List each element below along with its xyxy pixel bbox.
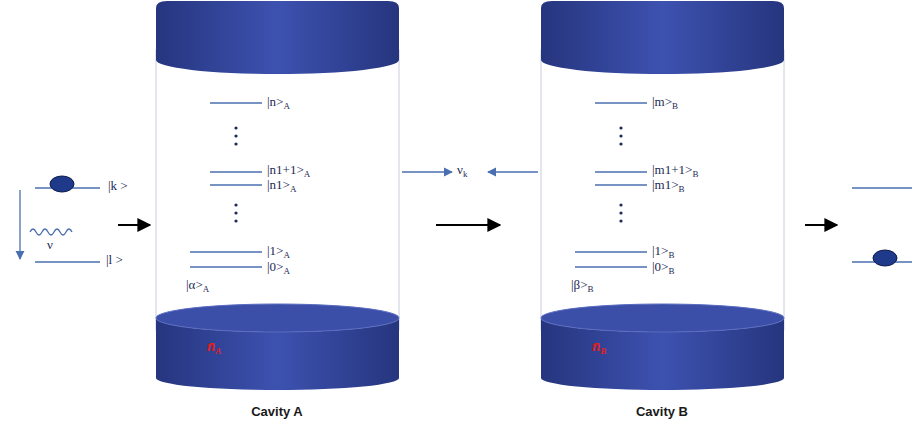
state-label: |k > bbox=[108, 179, 128, 193]
frequency-label: ν bbox=[47, 238, 53, 252]
mean-photon-label: n̄B bbox=[592, 338, 606, 355]
level-label: |m1+1>B bbox=[652, 163, 698, 177]
atom-dot bbox=[50, 176, 74, 192]
state-label: |l > bbox=[106, 253, 123, 267]
cavity-caption: Cavity B bbox=[636, 405, 688, 419]
cavity-outline bbox=[155, 0, 400, 392]
level-label: |0>A bbox=[267, 260, 290, 274]
level-label: |1>B bbox=[652, 244, 674, 258]
flow-arrow bbox=[436, 224, 500, 226]
level-label: |n1>A bbox=[267, 178, 296, 192]
atom-dot bbox=[873, 250, 897, 266]
frequency-label: νk bbox=[457, 163, 467, 177]
level-label: |n1+1>A bbox=[267, 163, 310, 177]
cavity: |n>A|n1+1>A|n1>A|1>A|0>A|α>An̄ACavity A bbox=[155, 0, 400, 392]
photon-wave bbox=[30, 229, 72, 235]
level-label: |0>B bbox=[652, 260, 674, 274]
lower-level bbox=[35, 261, 100, 263]
flow-arrow bbox=[805, 224, 837, 226]
upper-level bbox=[852, 187, 912, 189]
transition-arrow bbox=[19, 190, 20, 259]
level-label: |m1>B bbox=[652, 178, 685, 192]
transition-arrow bbox=[402, 171, 452, 172]
state-label: |α>A bbox=[186, 278, 209, 292]
cavity: |m>B|m1+1>B|m1>B|1>B|0>B|β>Bn̄BCavity B bbox=[540, 0, 785, 392]
level-label: |m>B bbox=[652, 95, 678, 109]
state-label: |β>B bbox=[571, 278, 594, 292]
transition-arrow bbox=[488, 171, 538, 172]
level-label: |1>A bbox=[267, 244, 290, 258]
cavity-caption: Cavity A bbox=[251, 405, 303, 419]
flow-arrow bbox=[118, 224, 150, 226]
mean-photon-label: n̄A bbox=[207, 338, 221, 355]
level-label: |n>A bbox=[267, 95, 290, 109]
cavity-outline bbox=[540, 0, 785, 392]
